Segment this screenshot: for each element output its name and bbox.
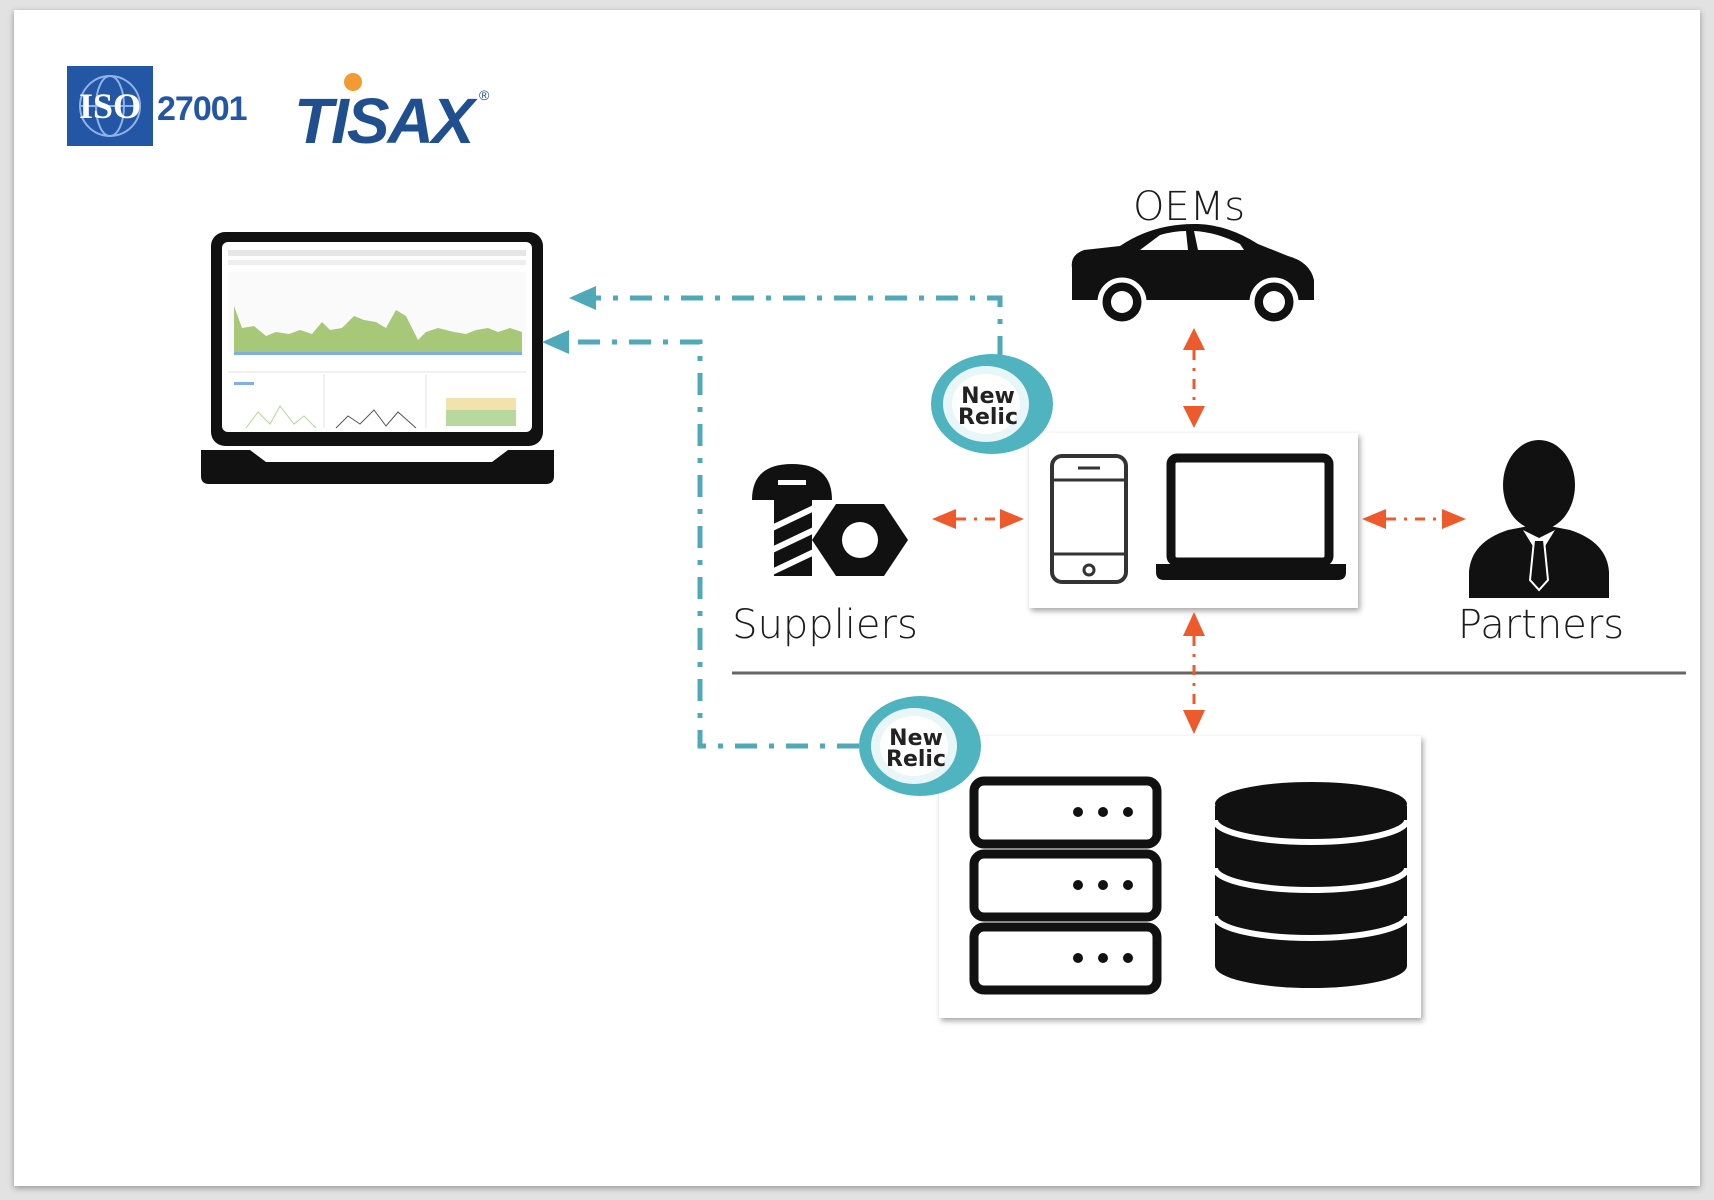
server-rack-icon <box>969 776 1162 995</box>
businessman-icon <box>1469 440 1609 598</box>
screw-nut-icon <box>752 464 908 576</box>
new-relic-line1: New <box>961 384 1015 409</box>
slide: ISO 27001 TISAX ® OEMs <box>14 10 1700 1186</box>
exchange-arrow-oems <box>1183 328 1205 428</box>
smartphone-icon <box>1050 454 1128 584</box>
laptop-dashboard-icon <box>201 232 554 484</box>
exchange-arrow-partners <box>1362 509 1466 529</box>
new-relic-line2: Relic <box>886 747 946 772</box>
tisax-logo: TISAX ® <box>294 73 490 157</box>
iso-27001-logo: ISO 27001 <box>67 66 248 146</box>
iso-mark: ISO <box>79 86 141 126</box>
client-devices-box <box>1029 433 1358 608</box>
database-icon <box>1212 782 1410 988</box>
architecture-diagram: ISO 27001 TISAX ® OEMs <box>67 66 1686 1018</box>
car-icon <box>1071 223 1314 327</box>
new-relic-badge-top: New Relic <box>931 354 1053 454</box>
laptop-icon <box>1156 453 1346 580</box>
oems-label: OEMs <box>1133 184 1245 230</box>
new-relic-line2: Relic <box>958 405 1018 430</box>
backend-box <box>939 736 1421 1018</box>
tisax-wordmark: TISAX <box>294 85 478 157</box>
partners-label: Partners <box>1458 602 1624 648</box>
iso-number: 27001 <box>157 90 247 128</box>
exchange-arrow-suppliers <box>932 509 1024 529</box>
tisax-registered-mark: ® <box>479 87 490 103</box>
monitoring-line-clients <box>569 286 1003 358</box>
new-relic-line1: New <box>889 726 943 751</box>
tisax-dot <box>344 73 362 91</box>
monitoring-line-backend <box>542 330 859 749</box>
new-relic-badge-bottom: New Relic <box>859 696 981 796</box>
exchange-arrow-backend <box>1183 612 1205 734</box>
suppliers-label: Suppliers <box>732 602 918 648</box>
